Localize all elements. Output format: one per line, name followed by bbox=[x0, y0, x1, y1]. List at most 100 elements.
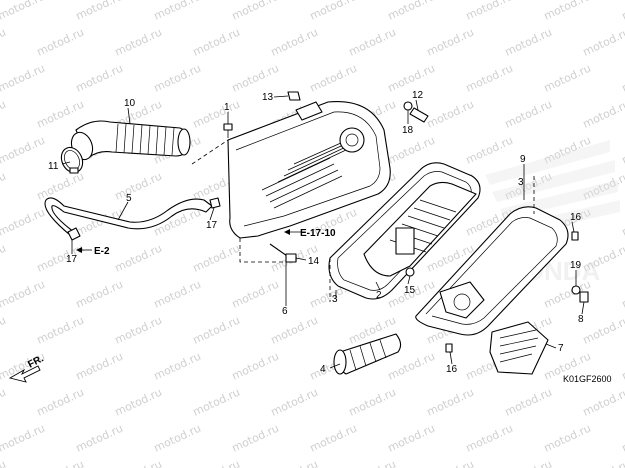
screw-15 bbox=[405, 267, 415, 277]
watermark-text: motod.ru bbox=[620, 134, 625, 167]
label-part-19: 19 bbox=[570, 260, 582, 271]
bolt-1 bbox=[223, 123, 233, 138]
watermark-text: motod.ru bbox=[269, 386, 320, 419]
air-cleaner-cover bbox=[415, 206, 569, 336]
label-part-10: 10 bbox=[124, 98, 136, 109]
reference-e-2: E-2 bbox=[94, 246, 110, 257]
label-part-18: 18 bbox=[402, 125, 414, 136]
watermark-text: motod.ru bbox=[74, 62, 125, 95]
watermark-text: motod.ru bbox=[0, 422, 47, 455]
label-part-14: 14 bbox=[308, 256, 320, 267]
watermark-text: motod.ru bbox=[191, 386, 242, 419]
watermark-text: motod.ru bbox=[152, 278, 203, 311]
watermark-text: motod.ru bbox=[191, 98, 242, 131]
label-part-11: 11 bbox=[48, 161, 59, 172]
watermark-text: motod.ru bbox=[347, 26, 398, 59]
reference-labels: E-17-10 E-2 bbox=[76, 228, 336, 257]
watermark-text: motod.ru bbox=[464, 134, 515, 167]
watermark-text: motod.ru bbox=[0, 98, 8, 131]
watermark-text: motod.ru bbox=[620, 0, 625, 23]
watermark-text: motod.ru bbox=[0, 26, 8, 59]
watermark-text: motod.ru bbox=[425, 386, 476, 419]
watermark-text: motod.ru bbox=[542, 422, 593, 455]
watermark-text: motod.ru bbox=[152, 422, 203, 455]
watermark-text: motod.ru bbox=[113, 314, 164, 347]
watermark-text: motod.ru bbox=[425, 458, 476, 468]
watermark-text: motod.ru bbox=[230, 422, 281, 455]
watermark-text: motod.ru bbox=[0, 314, 8, 347]
watermark-text: motod.ru bbox=[269, 458, 320, 468]
watermark-text: motod.ru bbox=[113, 170, 164, 203]
watermark-text: motod.ru bbox=[581, 98, 625, 131]
label-part-17-center: 17 bbox=[206, 220, 218, 231]
watermark-text: motod.ru bbox=[620, 278, 625, 311]
clip-left bbox=[67, 227, 81, 241]
watermark-text: motod.ru bbox=[620, 62, 625, 95]
watermark-text: motod.ru bbox=[35, 26, 86, 59]
breather-tube bbox=[44, 197, 213, 236]
label-part-3-left: 3 bbox=[332, 294, 338, 305]
diagram-code: K01GF2600 bbox=[563, 374, 612, 384]
label-part-4: 4 bbox=[320, 364, 326, 375]
watermark-text: motod.ru bbox=[113, 242, 164, 275]
watermark-text: motod.ru bbox=[620, 422, 625, 455]
watermark-text: motod.ru bbox=[152, 0, 203, 23]
air-filter-element bbox=[363, 181, 477, 277]
label-part-7: 7 bbox=[558, 343, 564, 354]
watermark-text: motod.ru bbox=[620, 206, 625, 239]
watermark-text: motod.ru bbox=[0, 386, 8, 419]
air-cleaner-case bbox=[227, 101, 391, 239]
watermark-text: motod.ru bbox=[308, 62, 359, 95]
watermark-text: motod.ru bbox=[74, 278, 125, 311]
watermark-text: motod.ru bbox=[0, 0, 47, 23]
watermark-text: motod.ru bbox=[191, 26, 242, 59]
leader-lines bbox=[61, 95, 585, 369]
screw-16-lower bbox=[445, 343, 453, 353]
watermark-text: motod.ru bbox=[35, 386, 86, 419]
watermark-text: motod.ru bbox=[386, 0, 437, 23]
watermark-text: motod.ru bbox=[620, 350, 625, 383]
watermark-text: motod.ru bbox=[152, 350, 203, 383]
watermark-text: motod.ru bbox=[35, 314, 86, 347]
clip-13 bbox=[287, 91, 301, 101]
label-part-16-lower: 16 bbox=[446, 364, 458, 375]
label-part-6: 6 bbox=[282, 306, 288, 317]
watermark-text: motod.ru bbox=[230, 278, 281, 311]
duct-cover bbox=[489, 321, 549, 375]
watermark-text: motod.ru bbox=[269, 314, 320, 347]
watermark-text: motod.ru bbox=[230, 62, 281, 95]
clip-center bbox=[209, 197, 221, 209]
watermark-text: motod.ru bbox=[503, 98, 554, 131]
watermark-text: motod.ru bbox=[386, 350, 437, 383]
watermark-text: motod.ru bbox=[308, 422, 359, 455]
watermark-text: motod.ru bbox=[386, 134, 437, 167]
label-part-1: 1 bbox=[224, 102, 230, 113]
part-number-labels: 1 10 11 5 13 12 18 9 3 16 19 8 7 16 4 15… bbox=[48, 90, 584, 375]
watermark-text: motod.ru bbox=[0, 62, 47, 95]
watermark-text: motod.ru bbox=[542, 62, 593, 95]
watermark-text: motod.ru bbox=[152, 62, 203, 95]
assembly-outlines bbox=[191, 139, 535, 302]
watermark-text: motod.ru bbox=[0, 278, 47, 311]
intake-duct bbox=[70, 120, 191, 161]
watermark-text: motod.ru bbox=[503, 458, 554, 468]
watermark-text: motod.ru bbox=[74, 0, 125, 23]
watermark-text: motod.ru bbox=[35, 170, 86, 203]
watermark-text: motod.ru bbox=[0, 134, 47, 167]
watermark-text: motod.ru bbox=[464, 0, 515, 23]
watermark-text: motod.ru bbox=[581, 458, 625, 468]
watermark-text: motod.ru bbox=[0, 206, 47, 239]
watermark-text: motod.ru bbox=[581, 386, 625, 419]
watermark-text: motod.ru bbox=[35, 98, 86, 131]
watermark-text: motod.ru bbox=[0, 458, 8, 468]
watermark-text: motod.ru bbox=[0, 170, 8, 203]
screw-16-upper bbox=[571, 231, 579, 241]
watermark-text: motod.ru bbox=[503, 386, 554, 419]
label-part-2: 2 bbox=[376, 290, 382, 301]
watermark-text: motod.ru bbox=[308, 0, 359, 23]
watermark-text: motod.ru bbox=[581, 314, 625, 347]
watermark-text: motod.ru bbox=[425, 98, 476, 131]
watermark-text: motod.ru bbox=[191, 458, 242, 468]
clip-18 bbox=[403, 101, 413, 111]
watermark-text: motod.ru bbox=[191, 314, 242, 347]
